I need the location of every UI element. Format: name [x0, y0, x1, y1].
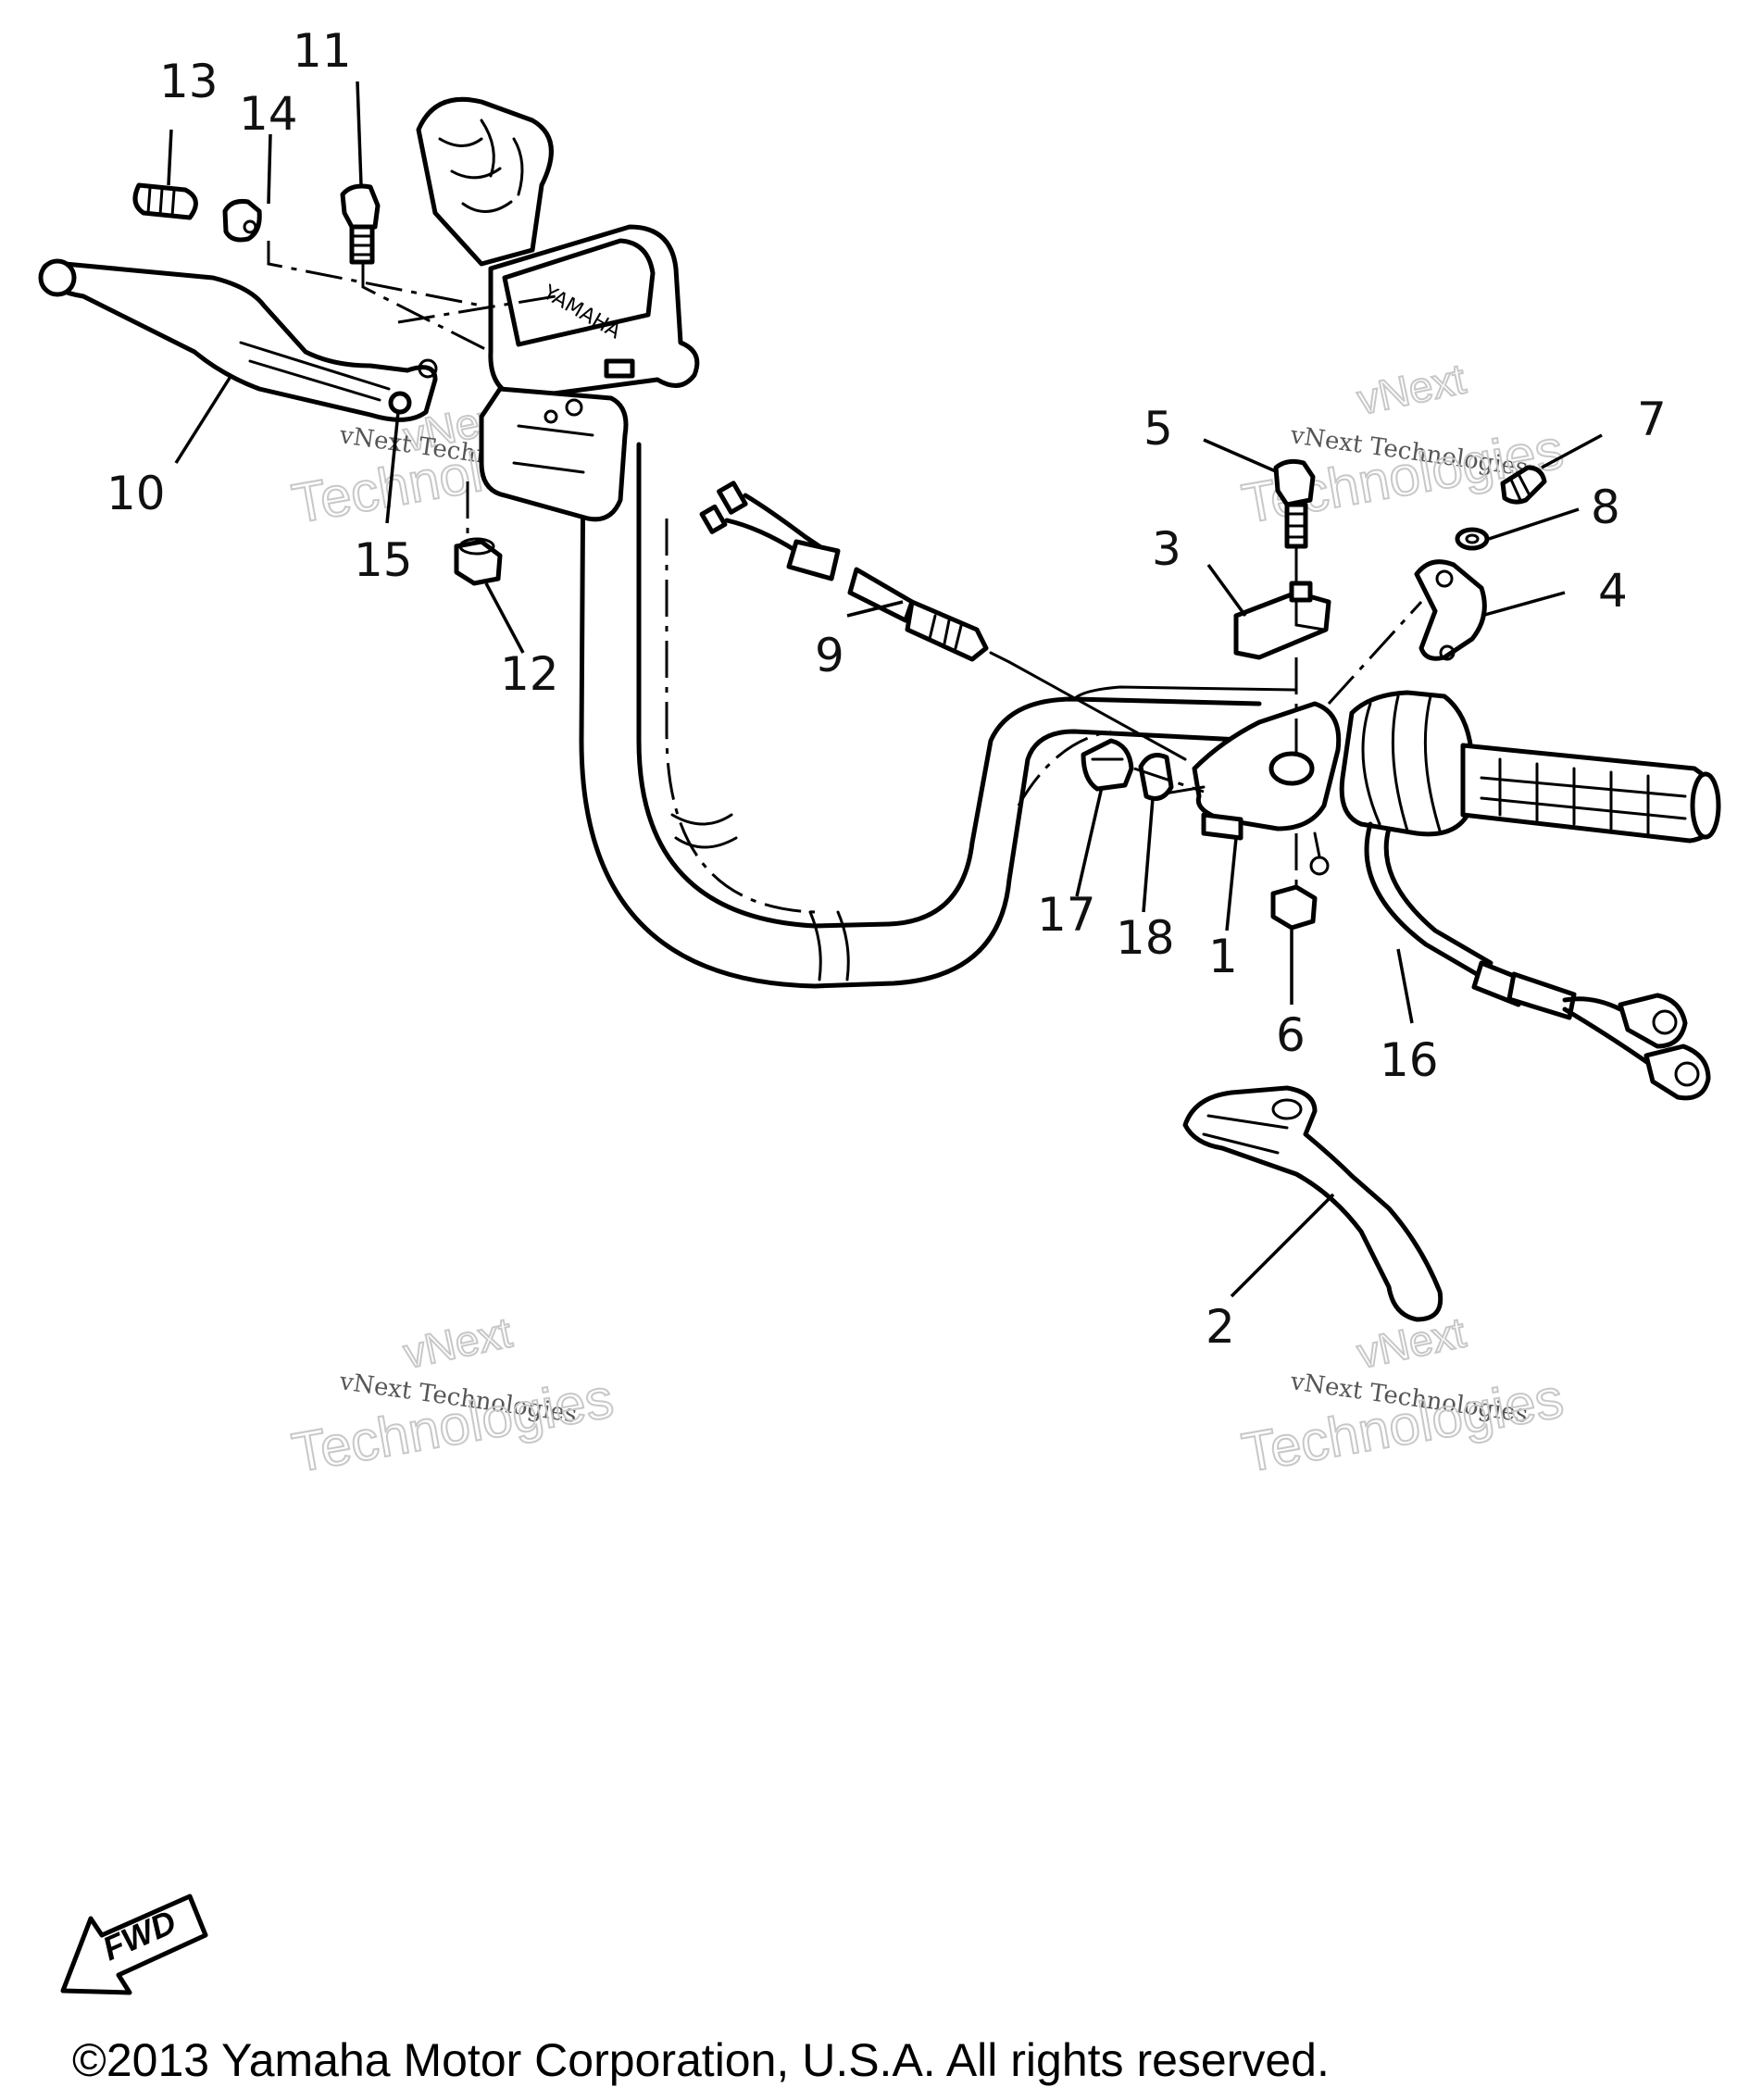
leader-5 — [1203, 438, 1279, 474]
right-throttle-housing — [1339, 690, 1475, 837]
right-lever-part-2 — [1182, 1085, 1443, 1322]
bolt-part-5 — [1273, 458, 1316, 549]
left-lever-bracket — [479, 386, 629, 522]
callout-1: 1 — [1208, 930, 1238, 983]
bolt-part-13 — [132, 182, 198, 220]
nut-part-17 — [1081, 738, 1134, 792]
callout-numbers: 13 14 11 10 15 12 9 3 5 7 8 4 1 6 16 17 … — [106, 24, 1667, 1354]
leader-8 — [1488, 507, 1580, 541]
leader-4 — [1481, 591, 1566, 618]
assembly-line-18 — [1133, 767, 1205, 794]
callout-12: 12 — [500, 647, 559, 701]
assembly-line-11 — [361, 264, 492, 354]
callout-10: 10 — [106, 467, 166, 520]
assembly-line-lever — [397, 294, 556, 324]
leader-17 — [1075, 786, 1104, 897]
right-grip — [1460, 743, 1721, 844]
callout-14: 14 — [239, 87, 298, 141]
left-grip — [416, 96, 554, 267]
watermark-word-vnext: vNext — [1353, 354, 1469, 423]
copyright-notice: ©2013 Yamaha Motor Corporation, U.S.A. A… — [72, 2034, 1330, 2086]
screw-part-15 — [388, 391, 412, 415]
callout-9: 9 — [815, 629, 844, 682]
leader-lines — [167, 81, 1603, 1298]
assembly-line-14 — [267, 241, 482, 307]
watermark-lower-left: vNext vNext Technologies Technologies — [287, 1306, 619, 1484]
leader-13 — [167, 129, 173, 186]
watermark-word-vnext: vNext — [399, 1307, 516, 1377]
callout-18: 18 — [1116, 911, 1175, 965]
right-lever-bracket-part-1 — [1146, 701, 1342, 876]
cable-part-9 — [699, 481, 1187, 761]
nut-part-14 — [222, 199, 262, 243]
leader-18 — [1142, 797, 1155, 913]
callout-7: 7 — [1637, 393, 1667, 446]
nut-part-12 — [454, 537, 503, 586]
callout-16: 16 — [1380, 1033, 1439, 1087]
leader-7 — [1541, 433, 1603, 469]
leader-2 — [1230, 1193, 1335, 1298]
handlebar-tube — [579, 442, 1298, 989]
callout-11: 11 — [293, 24, 352, 78]
washer-part-8 — [1455, 527, 1490, 551]
callout-6: 6 — [1276, 1008, 1306, 1062]
leader-12 — [484, 582, 525, 654]
leader-10 — [174, 374, 233, 464]
watermark-lower-right: vNext vNext Technologies Technologies — [1237, 1306, 1569, 1484]
leader-9 — [846, 600, 904, 618]
callout-2: 2 — [1206, 1300, 1235, 1354]
screw-part-7 — [1500, 465, 1547, 505]
bolt-part-11 — [340, 183, 381, 265]
callout-17: 17 — [1037, 888, 1096, 942]
leader-15 — [385, 411, 400, 524]
leader-14 — [267, 133, 272, 205]
callout-13: 13 — [159, 55, 219, 108]
switch-cable-part-16 — [1364, 821, 1711, 1101]
leader-1 — [1225, 837, 1238, 931]
leader-3 — [1206, 563, 1247, 618]
callout-3: 3 — [1152, 522, 1181, 576]
left-lever-part-10 — [38, 258, 438, 422]
callout-15: 15 — [354, 533, 413, 587]
nut-part-6 — [1270, 884, 1318, 931]
callout-8: 8 — [1591, 481, 1620, 534]
clamp-part-4 — [1414, 559, 1487, 661]
callout-5: 5 — [1143, 402, 1173, 456]
leader-11 — [356, 81, 363, 186]
housing-tab — [604, 358, 635, 379]
left-switch-housing: YAMAHA — [488, 224, 700, 401]
bracket-part-3 — [1233, 581, 1331, 660]
callout-4: 4 — [1598, 564, 1628, 618]
assembly-line-4 — [1327, 600, 1423, 706]
leader-16 — [1396, 948, 1414, 1024]
fwd-arrow: FWD — [60, 1894, 208, 1995]
